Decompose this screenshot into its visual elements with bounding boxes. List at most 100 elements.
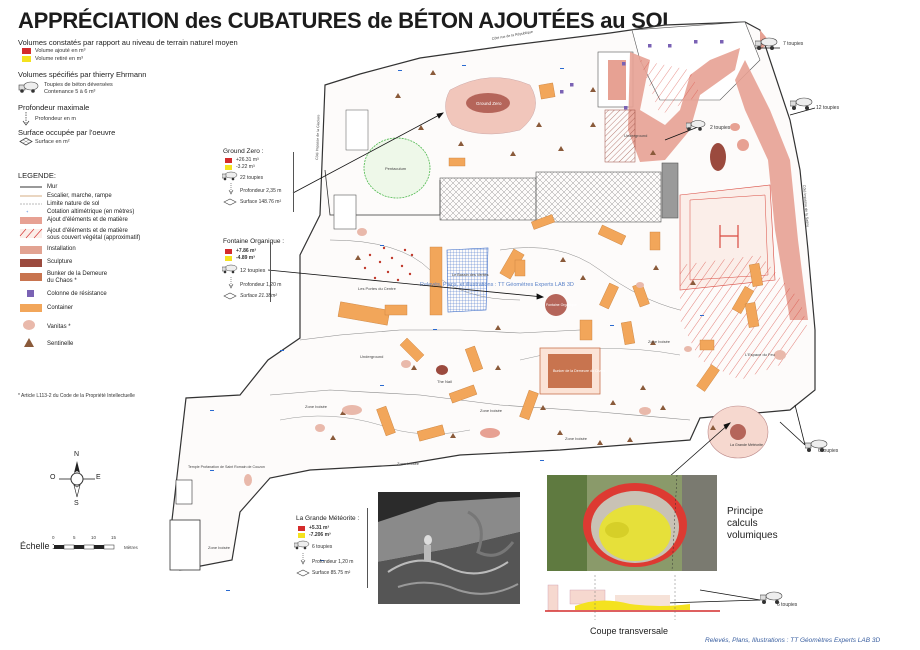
legend-item-sculpture: Sculpture — [47, 259, 73, 265]
gm-surface: Surface 85.75 m² — [312, 570, 351, 576]
toupie-icon-2 — [790, 97, 813, 110]
toupies-callout-2: 2 toupies — [710, 125, 731, 131]
fo-removed: -4.89 m³ — [236, 255, 255, 261]
scale-graphic — [54, 544, 115, 550]
fo-toupies: 12 toupies — [240, 268, 266, 274]
fo-surface: Surface 21.38m² — [240, 293, 277, 299]
legend-item-sentinelle: Sentinelle — [47, 341, 74, 347]
resistance-columns — [560, 40, 724, 110]
gz-surface: Surface 148.76 m² — [240, 199, 282, 205]
scale-tick-5: 5 — [73, 535, 76, 540]
legend-footnote: * Article L113-2 du Code de la Propriété… — [18, 393, 135, 399]
scale-unit: Mètres — [124, 545, 138, 550]
photo-aerial-meteorite — [547, 475, 717, 571]
gz-depth: Profondeur 2,35 m — [240, 188, 282, 194]
gm-added-swatch — [298, 526, 305, 531]
compass-n: N — [74, 451, 80, 458]
bassin-des-verites — [446, 247, 489, 313]
toupie-icon-5 — [760, 591, 783, 604]
rue-glaciere-label: Côté Impasse de la Glaciere — [315, 115, 321, 160]
added-swatch — [22, 48, 31, 54]
gz-toupies: 22 toupies — [240, 175, 264, 181]
toupies-line2: Contenance 5 à 6 m³ — [44, 89, 96, 95]
toupie-icon-1 — [755, 37, 778, 50]
gz-removed-swatch — [225, 165, 232, 170]
temple-label: Temple Profanation de Saint Romain de Co… — [188, 465, 265, 469]
depth-item: Profondeur en m — [35, 116, 76, 122]
scale-tick-10: 10 — [91, 535, 97, 540]
sentinelle-symbol — [24, 338, 34, 347]
toupie-icon-3 — [686, 120, 706, 131]
scale-label: Échelle : — [20, 541, 55, 551]
cotation-symbol: + — [26, 209, 29, 214]
gm-added: +5.31 m³ — [309, 525, 330, 531]
vanitas-symbol — [23, 320, 35, 330]
column-symbol — [27, 290, 34, 297]
added-area-east — [735, 60, 808, 320]
legend-item-ajout-veg-1: Ajout d'éléments et de matière — [47, 228, 128, 234]
gm-removed: -7.206 m³ — [309, 532, 331, 538]
gz-title: Ground Zero : — [223, 148, 264, 155]
containers — [337, 82, 764, 442]
coupe-transversale-diagram — [545, 575, 720, 620]
added-area-top — [628, 48, 740, 162]
surface-item: Surface en m² — [35, 139, 70, 145]
underground-label: Underground — [360, 354, 383, 359]
principe-calculs: Principe calculs volumiques — [727, 506, 778, 542]
depth-arrow-icon — [22, 112, 30, 126]
gz-depth-icon — [228, 183, 234, 195]
fo-added-swatch — [225, 249, 232, 254]
scale-tick-0: 0 — [52, 535, 55, 540]
fontaine-organique — [545, 294, 567, 316]
credits: Relevés, Plans, Illustrations : TT Géomè… — [705, 637, 881, 644]
ground-zero-label: Ground Zero — [476, 101, 502, 106]
gm-toupie-icon — [294, 540, 310, 550]
zone-boisee-5: Zone boisée — [208, 545, 231, 550]
gm-depth-icon — [300, 553, 306, 565]
fo-removed-swatch — [225, 256, 232, 261]
toupies-callout-12: 12 toupies — [816, 105, 840, 111]
scale-tick-15: 15 — [111, 535, 117, 540]
depth-heading: Profondeur maximale — [18, 103, 90, 112]
legend-item-ajout: Ajout d'éléments et de matière — [47, 217, 128, 223]
aerial-photo-image — [547, 475, 717, 571]
toupie-icon — [18, 81, 39, 93]
building-r1-right — [535, 171, 662, 223]
portes-dots — [363, 246, 414, 282]
rue-saone-label: Côté Impasse de la Saône — [802, 185, 810, 228]
underground-label-2: Underground — [624, 133, 647, 138]
compass-o: O — [50, 474, 56, 481]
toupies-line1: Toupies de béton déversées — [44, 82, 113, 88]
sentinelles — [330, 70, 716, 445]
added-symbol — [20, 217, 42, 224]
vanitas — [244, 228, 786, 486]
surface-icon — [19, 137, 33, 146]
legend-symbols: + — [19, 186, 43, 347]
sculpture-symbol — [20, 259, 42, 267]
gz-surface-icon — [223, 198, 237, 206]
compass-rose-icon — [59, 461, 95, 498]
legend-item-mur: Mur — [47, 184, 58, 190]
legend-item-bunker-2: du Chaos * — [47, 278, 77, 284]
coupe-title: Coupe transversale — [590, 626, 669, 636]
gm-toupies: 6 toupies — [312, 544, 333, 550]
zone-boisee-1: Zone boisée — [305, 404, 328, 409]
vol-removed-label: Volume retiré en m³ — [35, 56, 83, 62]
fo-depth: Profondeur 1,20 m — [240, 282, 282, 288]
helipad-h — [719, 225, 739, 248]
zone-boisee-6: Zone boisée — [648, 339, 671, 344]
legend-item-escalier: Escalier, marche, rampe — [47, 193, 112, 199]
bassin-label: Le Bassin des Verités — [452, 273, 489, 277]
surface-heading: Surface occupée par l'oeuvre — [18, 128, 116, 137]
fo-title: Fontaine Organique : — [223, 238, 285, 245]
building-tower — [661, 162, 679, 219]
compass-s: S — [74, 500, 79, 507]
principe-line-3: volumiques — [727, 530, 778, 541]
vegetal-added-symbol — [20, 229, 42, 238]
legend-item-vanitas: Vanitas * — [47, 324, 71, 330]
gm-surface-icon — [296, 569, 310, 577]
container-symbol — [20, 304, 42, 312]
cotations — [210, 65, 704, 591]
legend-heading: LEGENDE: — [18, 171, 56, 180]
